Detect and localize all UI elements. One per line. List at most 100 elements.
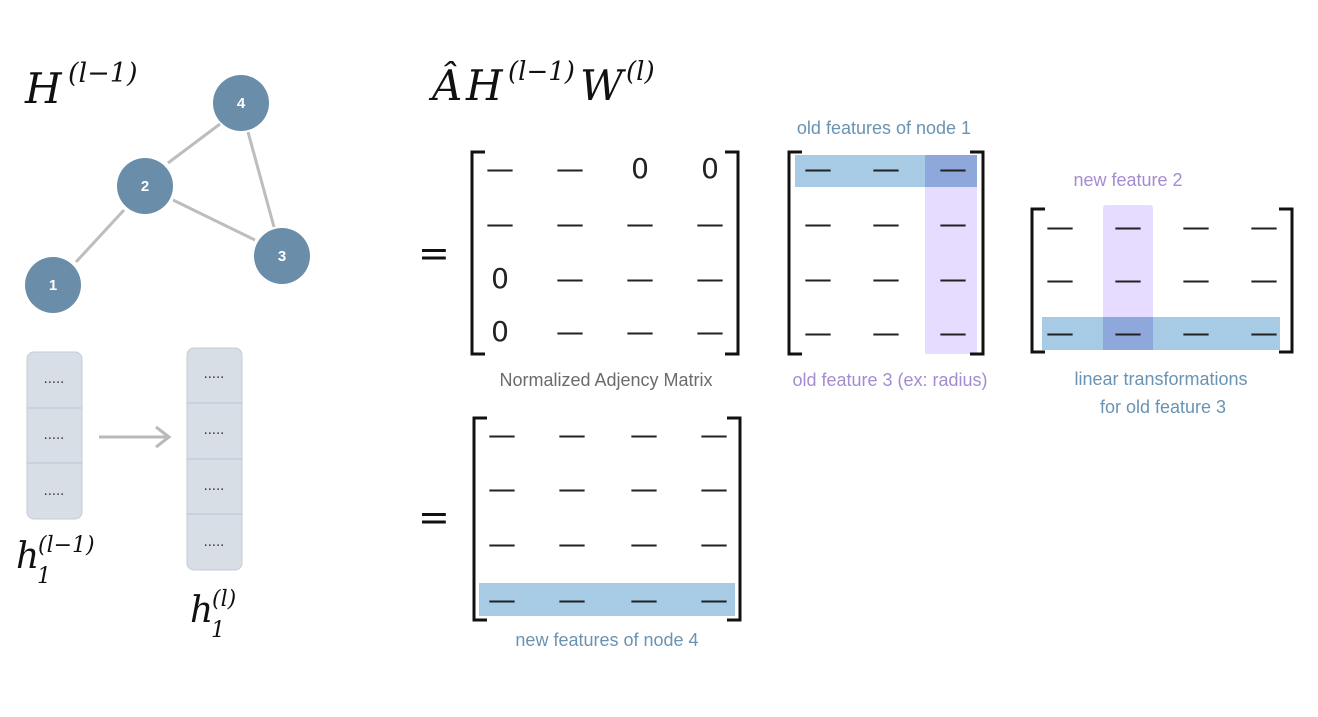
matrix-cell: — [696, 315, 724, 348]
graph-label-sup: (l−1) [68, 58, 138, 89]
graph-label-h: H [24, 64, 63, 113]
matrix-cell: — [630, 527, 658, 560]
matrix-cell: — [804, 316, 832, 349]
vector-label-old-sub: 1 [37, 564, 51, 589]
matrix-cell: — [558, 527, 586, 560]
matrix-cell: — [939, 207, 967, 240]
adjacency-caption: Normalized Adjency Matrix [499, 370, 712, 390]
matrix-cell: 0 [631, 152, 649, 185]
matrix-cell: — [486, 207, 514, 240]
node-3[interactable]: 3 [254, 228, 310, 284]
result-matrix-caption: new features of node 4 [515, 630, 698, 650]
matrix-cell: — [939, 262, 967, 295]
node-3-label: 3 [278, 248, 286, 265]
matrix-cell: 0 [491, 315, 509, 348]
feature-cell-placeholder: ..... [204, 367, 225, 382]
matrix-cell: — [1114, 210, 1142, 243]
bracket-left [1030, 207, 1045, 354]
vector-label-new-sup: (l) [212, 587, 236, 612]
feature-cell-placeholder: ..... [204, 479, 225, 494]
expr-a-hat: Â [428, 60, 462, 110]
matrix-cell: — [488, 472, 516, 505]
bracket-right [970, 150, 985, 356]
matrix-cell: — [630, 472, 658, 505]
matrix-cell: — [558, 418, 586, 451]
node-4-label: 4 [237, 95, 246, 112]
expr-h: H [465, 61, 504, 110]
weight-matrix-top-caption: new feature 2 [1073, 170, 1182, 190]
equals-sign: = [418, 495, 450, 539]
arrow-head-icon [155, 425, 172, 449]
matrix-cell: — [804, 262, 832, 295]
equals-sign: = [418, 231, 450, 275]
matrix-cell: — [556, 152, 584, 185]
node-1-label: 1 [49, 277, 57, 294]
vector-label-new-sub: 1 [211, 618, 225, 643]
layer-expression: Â H (l−1) W (l) [428, 57, 655, 110]
vector-label-old: h 1 (l−1) [16, 533, 95, 589]
edge-2-3 [172, 198, 256, 242]
bracket-left [470, 150, 485, 356]
matrix-cell: — [626, 207, 654, 240]
matrix-cell: — [1114, 316, 1142, 349]
node-4-circle [213, 75, 269, 131]
matrix-cell: — [626, 315, 654, 348]
node-1-circle [25, 257, 81, 313]
matrix-cell: — [626, 262, 654, 295]
matrix-cell: — [1182, 263, 1210, 296]
node-2-circle [117, 158, 173, 214]
node-1[interactable]: 1 [25, 257, 81, 313]
matrix-cell: — [486, 152, 514, 185]
matrix-cell: — [1046, 210, 1074, 243]
feature-cell-placeholder: ..... [204, 423, 225, 438]
matrix-cell: — [872, 152, 900, 185]
highlight-overlap [925, 155, 977, 187]
expr-w-sup: (l) [626, 57, 655, 87]
col-highlight-new-feature-2 [1103, 205, 1153, 350]
highlight-overlap [1103, 317, 1153, 350]
feature-cell-placeholder: ..... [44, 484, 65, 499]
matrix-cell: — [1250, 316, 1278, 349]
vector-label-new: h 1 (l) [190, 587, 236, 643]
matrix-cell: — [804, 207, 832, 240]
graph: 4 2 3 1 [25, 75, 310, 313]
matrix-cell: — [1182, 316, 1210, 349]
matrix-cell: — [558, 472, 586, 505]
node-2[interactable]: 2 [117, 158, 173, 214]
feature-vector-old: ..... ..... ..... [26, 351, 83, 520]
bracket-left [787, 150, 802, 356]
matrix-cell: — [488, 418, 516, 451]
matrix-cell: — [696, 262, 724, 295]
vector-label-old-sup: (l−1) [38, 533, 95, 558]
feature-matrix-top-caption: old features of node 1 [797, 118, 971, 138]
node-2-label: 2 [141, 178, 149, 195]
feature-matrix: ———————————— [787, 150, 985, 356]
vector-label-old-h: h [16, 536, 39, 577]
matrix-cell: — [696, 207, 724, 240]
feature-cell-placeholder: ..... [44, 428, 65, 443]
matrix-cell: — [1114, 263, 1142, 296]
feature-cell-placeholder: ..... [44, 372, 65, 387]
matrix-cell: — [939, 316, 967, 349]
feature-matrix-bottom-caption: old feature 3 (ex: radius) [792, 370, 987, 390]
matrix-cell: — [630, 583, 658, 616]
matrix-cell: — [939, 152, 967, 185]
matrix-cell: — [556, 262, 584, 295]
matrix-cell: 0 [701, 152, 719, 185]
node-4[interactable]: 4 [213, 75, 269, 131]
matrix-cell: — [488, 527, 516, 560]
weight-matrix-bottom-caption-line2: for old feature 3 [1100, 397, 1226, 417]
expr-h-sup: (l−1) [508, 57, 575, 87]
node-3-circle [254, 228, 310, 284]
matrix-cell: — [872, 316, 900, 349]
matrix-cell: — [700, 418, 728, 451]
result-matrix: ———————————————— [472, 416, 742, 622]
edge-1-2 [74, 208, 126, 264]
graph-label: H (l−1) [24, 58, 138, 113]
matrix-cell: — [1046, 263, 1074, 296]
feature-cell-placeholder: ..... [204, 535, 225, 550]
matrix-cell: — [700, 583, 728, 616]
matrix-cell: — [1046, 316, 1074, 349]
